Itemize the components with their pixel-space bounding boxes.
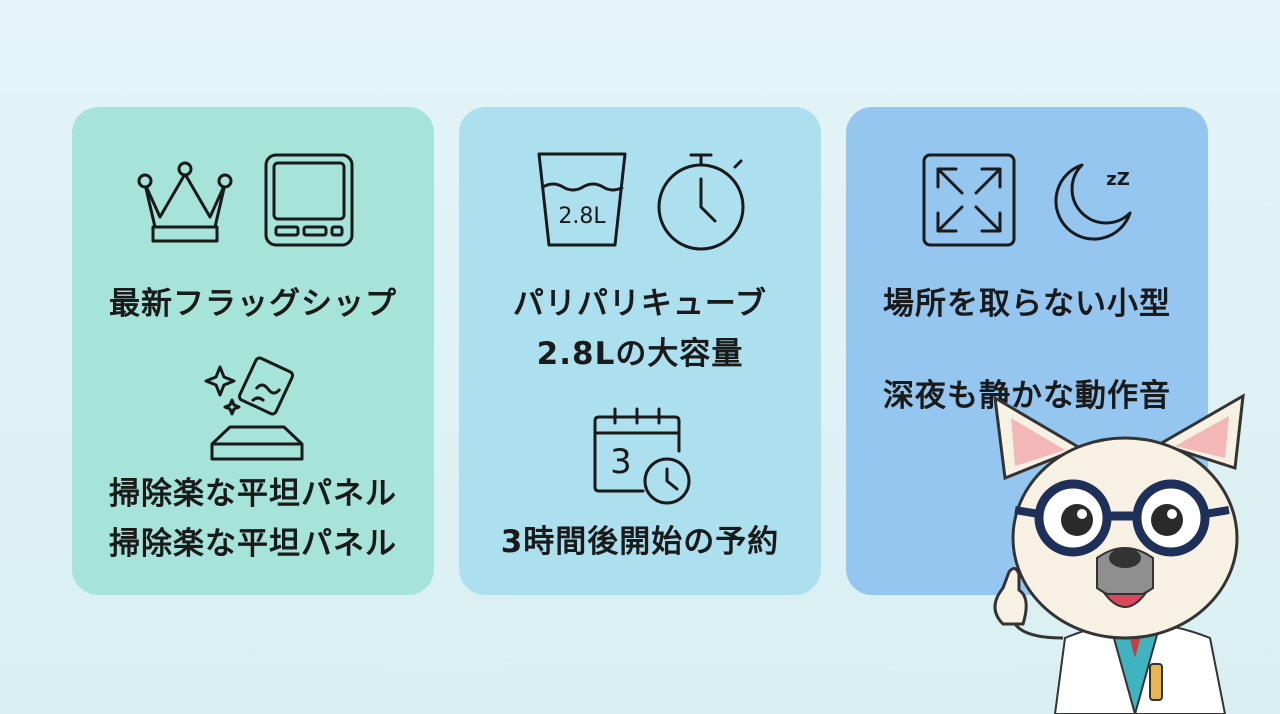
sleep-text: zZ — [1106, 169, 1130, 190]
cup-label: 2.8L — [558, 204, 606, 229]
expand-arrows-icon — [922, 153, 1016, 247]
card-title: 最新フラッグシップ — [109, 286, 397, 322]
tablet-icon — [262, 153, 356, 247]
card-subtitle: 深夜も静かな動作音 — [883, 378, 1171, 414]
measuring-cup-icon: 2.8L — [535, 151, 629, 249]
card-line-2: 掃除楽な平坦パネル — [109, 526, 397, 562]
calendar-day: 3 — [610, 442, 632, 482]
card-title-line-2: 2.8Lの大容量 — [536, 336, 744, 372]
stopwatch-icon — [655, 151, 751, 251]
card-title-line-1: パリパリキューブ — [512, 286, 768, 322]
moon-sleep-icon: zZ — [1046, 155, 1138, 247]
feature-card-flagship: 最新フラッグシップ 掃除楽な平坦パネル 掃除楽な平坦パネル — [72, 107, 434, 595]
feature-card-capacity: 2.8L パリパリキューブ 2.8Lの大容量 — [459, 107, 821, 595]
crown-icon — [135, 157, 235, 247]
calendar-timer-icon: 3 — [593, 405, 693, 505]
card-title: 場所を取らない小型 — [883, 286, 1171, 322]
card-line-1: 掃除楽な平坦パネル — [109, 476, 397, 512]
bulldog-doctor-illustration — [985, 388, 1280, 714]
panel-clean-icon — [202, 349, 312, 461]
card-subtitle: 3時間後開始の予約 — [500, 524, 780, 560]
